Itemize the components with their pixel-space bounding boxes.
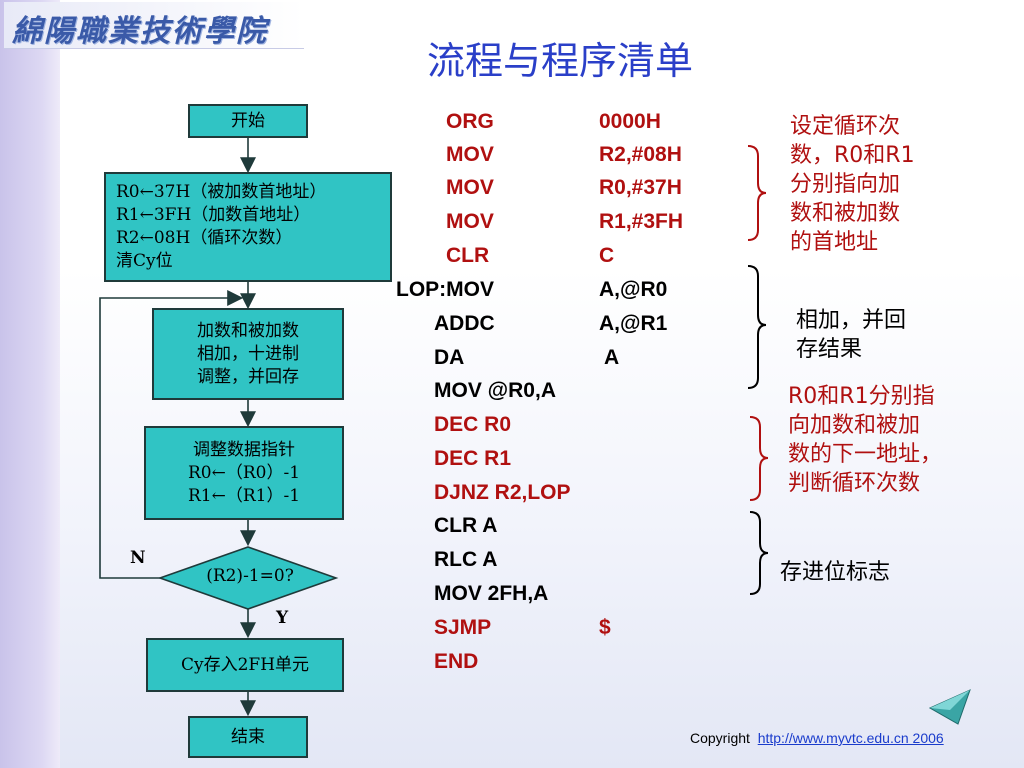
code-instruction: MOV <box>446 176 494 199</box>
code-instruction: DEC R0 <box>434 413 512 436</box>
flow-add-line: 加数和被加数 <box>197 320 299 341</box>
code-instruction: CLR <box>446 244 490 267</box>
code-instruction: CLR A <box>434 514 498 537</box>
nav-arrow-icon[interactable] <box>928 686 972 726</box>
note-adjust: R0和R1分别指 向加数和被加 数的下一地址， 判断循环次数 <box>788 384 943 496</box>
code-instruction: MOV <box>446 143 494 166</box>
code-operand: R0,#37H <box>599 176 682 199</box>
flow-decision-label: (R2)-1=0? <box>206 566 294 586</box>
code-operand: R1,#3FH <box>599 210 684 233</box>
flow-end-label: 结束 <box>231 726 265 747</box>
code-operand: 0000H <box>599 110 661 133</box>
flow-init-line: R2←08H（循环次数） <box>116 228 293 248</box>
note-init: 设定循环次 数，R0和R1 分别指向加 数和被加数 的首地址 <box>790 114 915 255</box>
code-operand: R2,#08H <box>599 143 682 166</box>
brace-group-adjust <box>749 416 769 501</box>
page-title: 流程与程序清单 <box>426 39 693 83</box>
note-add: 相加，并回 存结果 <box>796 308 907 362</box>
flow-adjust-box: 调整数据指针 R0←（R0）-1 R1←（R1）-1 <box>144 426 344 520</box>
code-operand: A,@R1 <box>599 312 668 335</box>
flow-adjust-line: R0←（R0）-1 <box>187 462 301 483</box>
left-decor-stripe <box>0 0 60 768</box>
code-instruction: MOV 2FH,A <box>434 582 549 605</box>
flow-add-line: 调整，并回存 <box>197 366 299 387</box>
code-instruction: DEC R1 <box>434 447 512 470</box>
note-carry: 存进位标志 <box>780 560 891 585</box>
code-instruction: DA <box>434 346 465 369</box>
code-operand: A,@R0 <box>599 278 668 301</box>
flow-store-box: Cy存入2FH单元 <box>146 638 344 692</box>
school-logo: 綿陽職業技術學院 <box>4 2 304 49</box>
flow-start-box: 开始 <box>188 104 308 138</box>
code-instruction: DJNZ R2,LOP <box>434 481 571 504</box>
flow-end-box: 结束 <box>188 716 308 758</box>
footer-copyright: Copyright <box>690 730 750 746</box>
code-instruction: ADDC <box>434 312 495 335</box>
flow-store-label: Cy存入2FH单元 <box>180 654 310 675</box>
flow-label-no: N <box>130 548 146 568</box>
brace-group-init <box>747 145 767 241</box>
flow-init-line: R1←3FH（加数首地址） <box>116 205 311 225</box>
code-instruction: END <box>434 650 479 673</box>
flow-adjust-line: 调整数据指针 <box>192 439 295 460</box>
flow-init-box: R0←37H（被加数首地址） R1←3FH（加数首地址） R2←08H（循环次数… <box>104 172 392 282</box>
brace-group-add <box>747 265 767 389</box>
code-operand: C <box>599 244 615 267</box>
code-operand: A <box>604 346 620 369</box>
footer: Copyright http://www.myvtc.edu.cn 2006 <box>690 730 944 746</box>
logo-text: 綿陽職業技術學院 <box>12 14 268 49</box>
flow-init-line: R0←37H（被加数首地址） <box>116 182 327 202</box>
flow-init-line: 清Cy位 <box>116 251 173 271</box>
code-operand: $ <box>599 616 611 639</box>
flow-adjust-line: R1←（R1）-1 <box>187 485 301 506</box>
flow-start-label: 开始 <box>231 110 265 131</box>
decision-diamond <box>157 546 339 610</box>
code-instruction: MOV <box>446 210 494 233</box>
code-instruction: ORG <box>446 110 494 133</box>
brace-group-carry <box>749 511 769 595</box>
code-instruction: SJMP <box>434 616 492 639</box>
flow-label-yes: Y <box>276 608 289 628</box>
footer-link[interactable]: http://www.myvtc.edu.cn 2006 <box>757 730 944 746</box>
flow-add-box: 加数和被加数 相加，十进制 调整，并回存 <box>152 308 344 400</box>
code-instruction: MOV @R0,A <box>434 379 556 402</box>
flow-add-line: 相加，十进制 <box>197 343 299 364</box>
code-instruction: RLC A <box>434 548 498 571</box>
code-instruction: LOP:MOV <box>396 278 494 301</box>
